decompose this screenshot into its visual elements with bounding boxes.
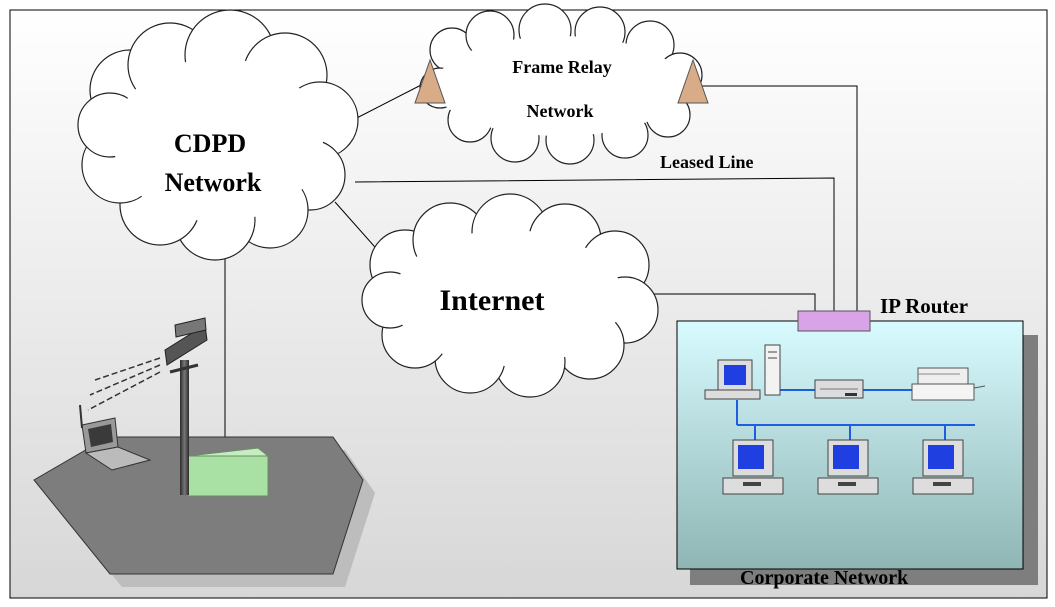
triangle-relay-icon: [414, 58, 446, 104]
ip-router-label: IP Router: [880, 294, 968, 318]
internet-label: Internet: [440, 284, 545, 317]
cell-hexagon: [33, 436, 364, 575]
computer-icon: [817, 439, 879, 495]
frame-relay-label-line1: Frame Relay: [512, 57, 611, 77]
hub-icon: [814, 379, 864, 399]
base-station-icon: [186, 447, 270, 497]
computer-icon: [722, 439, 784, 495]
cdpd-label-line2: Network: [165, 168, 262, 197]
cdpd-label-line1: CDPD: [174, 129, 246, 158]
computer-icon: [912, 439, 974, 495]
frame-relay-label-line2: Network: [527, 101, 594, 121]
cdpd-cloud-icon: [77, 9, 359, 261]
corporate-network-label: Corporate Network: [740, 567, 909, 589]
cdpd-to-frame-relay-line: [346, 82, 426, 124]
router-icon: [797, 310, 871, 332]
computer-icon: [704, 344, 781, 400]
triangle-relay-icon: [677, 58, 709, 104]
internet-to-router-line: [650, 293, 816, 311]
antenna-tower-icon: [87, 317, 208, 495]
frame-relay-to-router-line: [700, 85, 858, 311]
leased-line-label: Leased Line: [660, 152, 754, 172]
leased-line: [354, 177, 835, 311]
internet-cloud-icon: [361, 193, 659, 398]
cdpd-to-internet-line: [334, 201, 383, 256]
frame-relay-cloud-icon: [419, 3, 703, 165]
printer-icon: [911, 367, 986, 401]
laptop-icon: [79, 404, 152, 471]
